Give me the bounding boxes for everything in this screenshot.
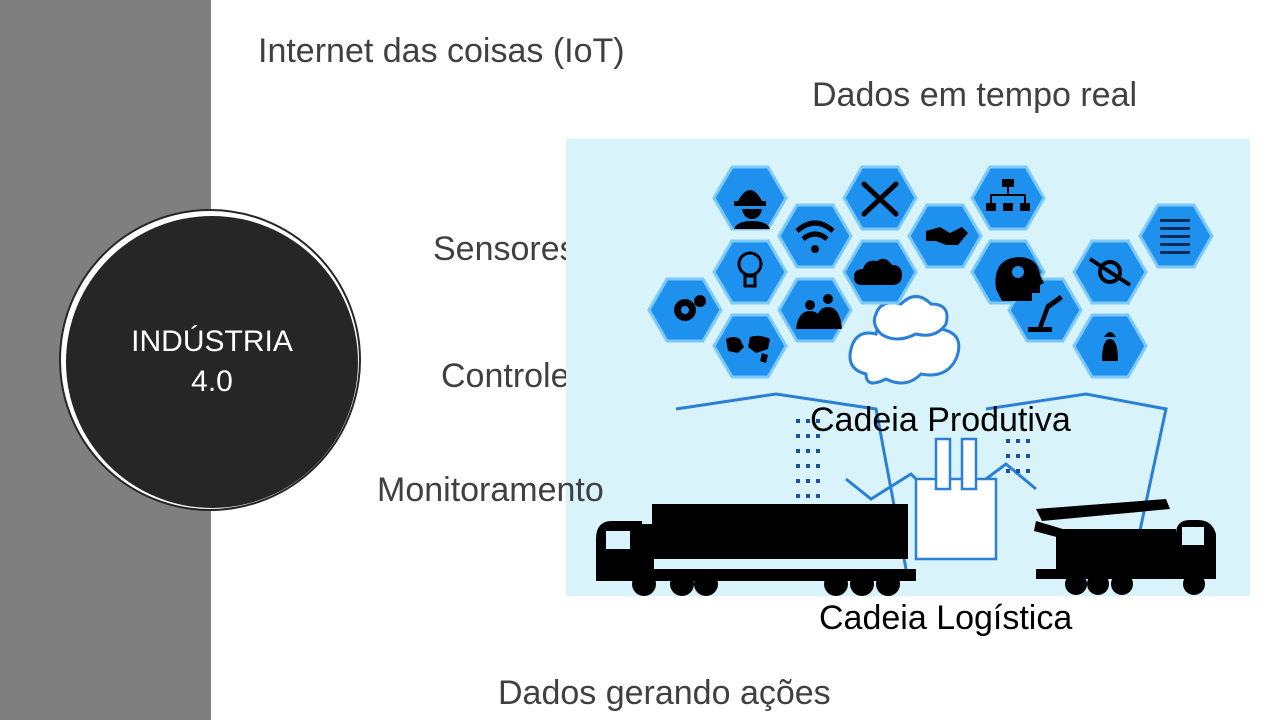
worker-helmet-icon xyxy=(734,190,770,229)
truck-right xyxy=(1034,499,1216,595)
hexagon-glyphs xyxy=(674,179,1190,363)
robot-arm-icon xyxy=(1028,295,1063,332)
label-realtime-data: Dados em tempo real xyxy=(812,76,1138,114)
handshake-icon xyxy=(926,227,968,245)
team-icon xyxy=(796,307,842,329)
cloud-icon xyxy=(854,258,902,285)
industry-illustration xyxy=(566,139,1250,596)
network-diagram-icon xyxy=(986,179,1030,211)
title-line-1: INDÚSTRIA xyxy=(131,325,293,358)
robot-icon xyxy=(1102,332,1118,361)
hex-lightbulb-icon xyxy=(712,239,788,305)
tools-icon xyxy=(861,181,899,217)
title-line-2: 4.0 xyxy=(191,365,233,398)
hex-network-diagram-icon xyxy=(970,165,1046,231)
world-map-icon xyxy=(726,335,770,363)
lightbulb-icon xyxy=(737,251,763,288)
gear-wrench-icon xyxy=(1088,257,1132,287)
label-iot: Internet das coisas (IoT) xyxy=(258,32,625,70)
label-logistics-chain: Cadeia Logística xyxy=(819,599,1073,637)
binary-code-icon xyxy=(1160,219,1190,254)
label-sensors: Sensores xyxy=(433,230,577,268)
title-circle: INDÚSTRIA 4.0 xyxy=(66,216,358,508)
wifi-icon xyxy=(795,220,835,242)
label-monitoring: Monitoramento xyxy=(377,471,604,509)
label-data-actions: Dados gerando ações xyxy=(498,674,831,712)
head-gears-icon xyxy=(995,257,1044,301)
building-windows xyxy=(796,419,1030,498)
label-production-chain: Cadeia Produtiva xyxy=(810,401,1071,439)
factory-outline xyxy=(675,392,1168,570)
label-control: Controle xyxy=(441,357,570,395)
truck-left xyxy=(596,504,916,596)
factory-building xyxy=(914,437,998,561)
cloud-outline xyxy=(848,295,961,385)
